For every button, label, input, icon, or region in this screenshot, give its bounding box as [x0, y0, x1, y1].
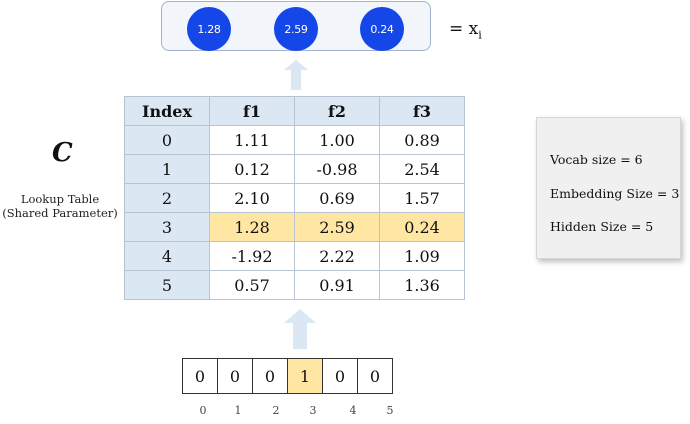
caption-line-2: (Shared Parameter) — [2, 206, 118, 220]
vector-value-0: 1.28 — [187, 7, 231, 51]
one-hot-index: 0 — [199, 404, 207, 417]
table-cell: 0.57 — [209, 270, 295, 300]
table-cell: 1.28 — [209, 212, 295, 242]
vector-value-2: 0.24 — [360, 7, 404, 51]
vector-value-1: 2.59 — [274, 7, 318, 51]
up-arrow-icon — [284, 309, 316, 349]
embedding-vector-box: 1.28 2.59 0.24 — [161, 1, 431, 51]
vocab-size-text: Vocab size = 6 — [550, 152, 643, 167]
one-hot-index: 2 — [272, 404, 280, 417]
table-cell: 2.54 — [379, 154, 465, 184]
header-index: Index — [124, 96, 210, 126]
row-index: 3 — [124, 212, 210, 242]
table-cell: 0.69 — [294, 183, 380, 213]
one-hot-index: 5 — [386, 404, 394, 417]
table-cell: 1.09 — [379, 241, 465, 271]
row-index: 2 — [124, 183, 210, 213]
table-cell: 1.57 — [379, 183, 465, 213]
one-hot-cell: 0 — [252, 358, 288, 394]
caption-line-1: Lookup Table — [20, 192, 100, 206]
table-cell: 1.11 — [209, 125, 295, 155]
embedding-size-text: Embedding Size = 3 — [550, 186, 680, 201]
table-row: 1 0.12 -0.98 2.54 — [124, 154, 465, 184]
row-index: 1 — [124, 154, 210, 184]
table-cell: 0.91 — [294, 270, 380, 300]
one-hot-cell: 0 — [182, 358, 218, 394]
header-f1: f1 — [209, 96, 295, 126]
hidden-size-text: Hidden Size = 5 — [550, 219, 654, 234]
lookup-table: Index f1 f2 f3 0 1.11 1.00 0.89 1 0.12 -… — [124, 96, 465, 300]
table-cell: 1.36 — [379, 270, 465, 300]
row-index: 4 — [124, 241, 210, 271]
embedding-matrix-symbol: C — [52, 138, 73, 168]
table-cell: 2.22 — [294, 241, 380, 271]
table-cell: 2.59 — [294, 212, 380, 242]
table-cell: 2.10 — [209, 183, 295, 213]
lookup-table-caption: Lookup Table (Shared Parameter) — [2, 192, 118, 220]
hyperparameter-info-box: Vocab size = 6 Embedding Size = 3 Hidden… — [536, 117, 681, 259]
one-hot-vector: 0 0 0 1 0 0 — [182, 358, 393, 394]
xi-label-text: = x — [449, 19, 479, 39]
table-row: 2 2.10 0.69 1.57 — [124, 183, 465, 213]
row-index: 5 — [124, 270, 210, 300]
table-row: 0 1.11 1.00 0.89 — [124, 125, 465, 155]
table-header-row: Index f1 f2 f3 — [124, 96, 465, 126]
one-hot-index: 4 — [349, 404, 357, 417]
row-index: 0 — [124, 125, 210, 155]
header-f3: f3 — [379, 96, 465, 126]
one-hot-cell: 0 — [322, 358, 358, 394]
up-arrow-icon — [284, 60, 308, 90]
header-f2: f2 — [294, 96, 380, 126]
table-cell: 1.00 — [294, 125, 380, 155]
table-row: 5 0.57 0.91 1.36 — [124, 270, 465, 300]
table-cell: 0.89 — [379, 125, 465, 155]
one-hot-cell: 0 — [217, 358, 253, 394]
table-cell: -1.92 — [209, 241, 295, 271]
table-cell: 0.12 — [209, 154, 295, 184]
one-hot-index: 1 — [234, 404, 242, 417]
table-row-highlighted: 3 1.28 2.59 0.24 — [124, 212, 465, 242]
one-hot-index: 3 — [309, 404, 317, 417]
one-hot-cell-active: 1 — [287, 358, 323, 394]
xi-label-subscript: i — [478, 28, 482, 42]
table-cell: 0.24 — [379, 212, 465, 242]
table-row: 4 -1.92 2.22 1.09 — [124, 241, 465, 271]
one-hot-cell: 0 — [357, 358, 393, 394]
xi-label: = xi — [449, 19, 482, 41]
table-cell: -0.98 — [294, 154, 380, 184]
